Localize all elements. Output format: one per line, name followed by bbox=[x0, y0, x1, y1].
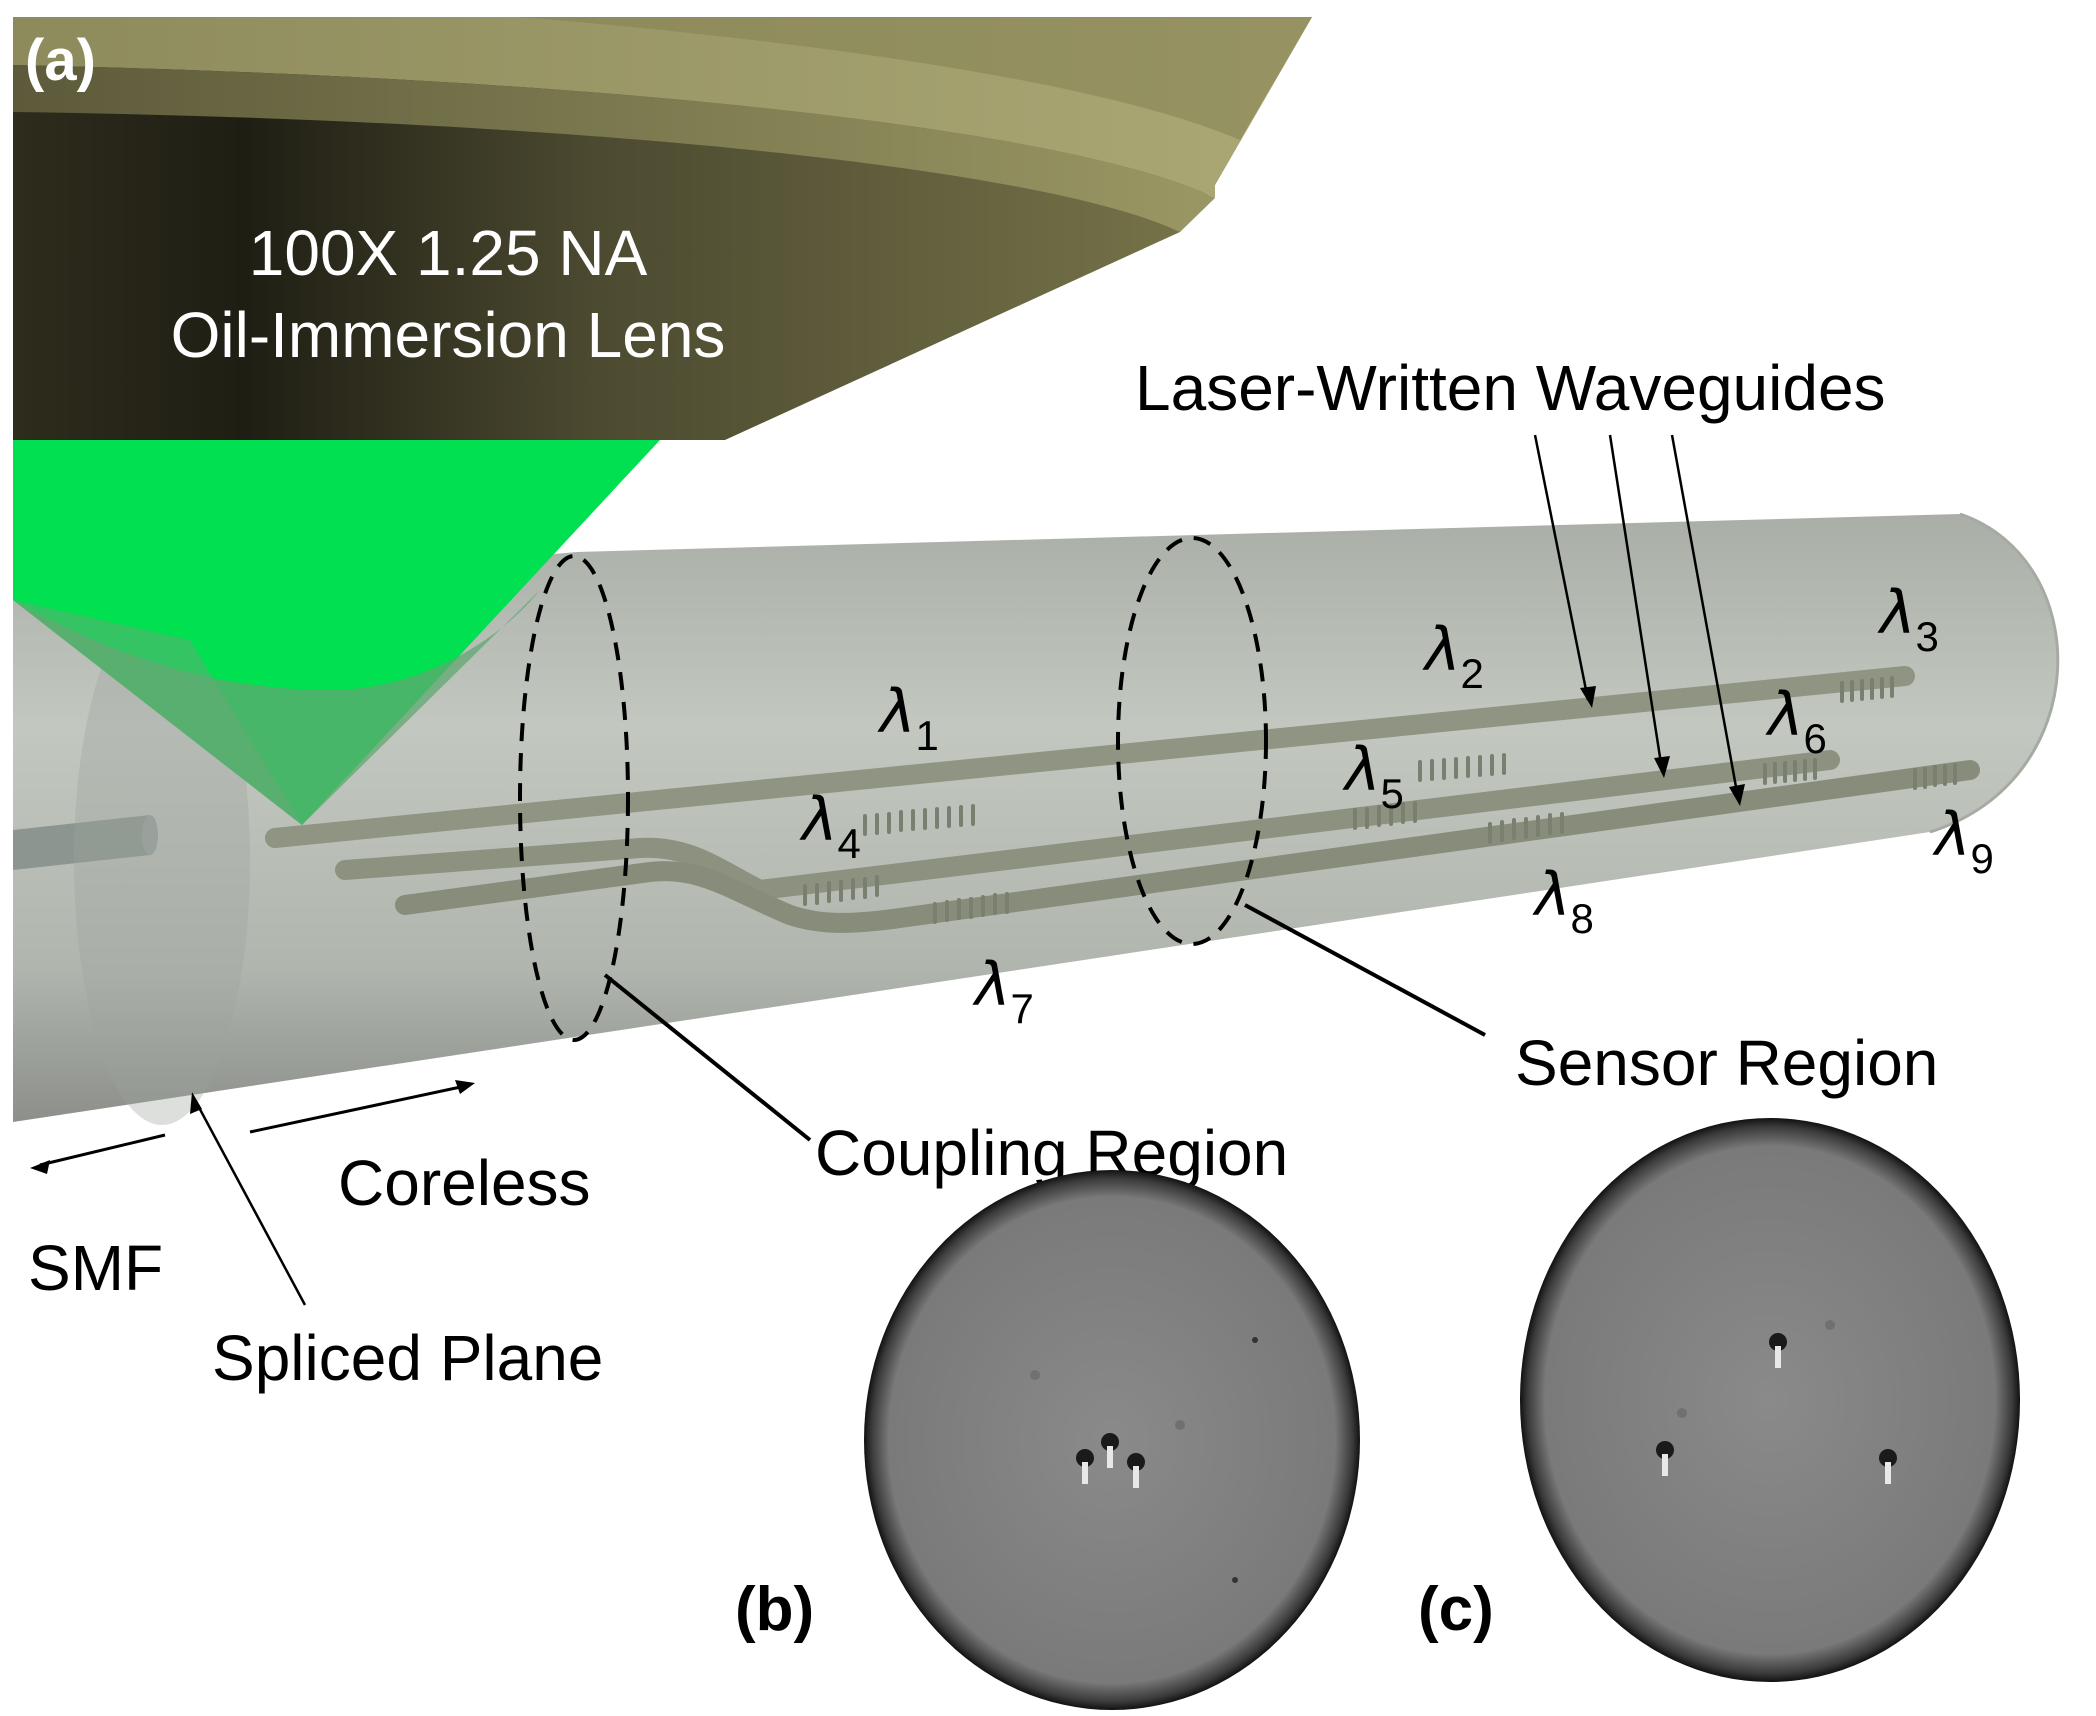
fiber-cylinder bbox=[13, 514, 2058, 1122]
lambda-4: λ4 bbox=[799, 785, 861, 867]
waveguides-label: Laser-Written Waveguides bbox=[1135, 352, 1886, 424]
panel-label-b: (b) bbox=[735, 1575, 814, 1644]
leader-lines bbox=[39, 434, 1740, 1306]
spliced-plane-label: Spliced Plane bbox=[212, 1322, 603, 1394]
panel-label-a: (a) bbox=[25, 28, 96, 93]
lambda-6: λ6 bbox=[1765, 680, 1827, 762]
wavelength-labels: λ1 λ2 λ3 λ4 λ5 λ6 λ7 λ8 λ9 bbox=[799, 578, 1994, 1032]
lambda-1: λ1 bbox=[877, 677, 939, 759]
lambda-3: λ3 bbox=[1877, 578, 1939, 660]
lens-band-inner bbox=[13, 65, 1215, 232]
coupling-region-outline bbox=[518, 554, 630, 1042]
objective-lens bbox=[13, 17, 1312, 440]
waveguides bbox=[265, 666, 1980, 933]
bragg-gratings bbox=[803, 676, 1957, 924]
micrograph-b bbox=[864, 1170, 1360, 1710]
lambda-2: λ2 bbox=[1422, 615, 1484, 697]
smf-core bbox=[13, 815, 150, 870]
panel-label-c: (c) bbox=[1418, 1575, 1494, 1644]
laser-beam bbox=[13, 440, 660, 825]
lens-band-top bbox=[520, 17, 1312, 140]
fiber-end-cap bbox=[1929, 512, 2060, 834]
micrograph-c bbox=[1520, 1118, 2020, 1682]
lambda-8: λ8 bbox=[1532, 860, 1594, 942]
smf-label: SMF bbox=[28, 1232, 163, 1304]
lambda-5: λ5 bbox=[1342, 735, 1404, 817]
coreless-label: Coreless bbox=[338, 1147, 591, 1219]
lambda-7: λ7 bbox=[972, 950, 1034, 1032]
coupling-region-label: Coupling Region bbox=[815, 1117, 1288, 1189]
lens-label-line2: Oil-Immersion Lens bbox=[171, 299, 726, 371]
waveguide-2 bbox=[335, 750, 1840, 901]
arrowheads bbox=[30, 686, 1745, 1174]
waveguide-cross-sections-c bbox=[1656, 1333, 1897, 1484]
lambda-9: λ9 bbox=[1932, 800, 1994, 882]
lens-label-line1: 100X 1.25 NA bbox=[249, 217, 648, 289]
waveguide-1 bbox=[265, 666, 1915, 848]
waveguide-3 bbox=[395, 760, 1980, 933]
sensor-region-outline bbox=[1116, 536, 1268, 946]
waveguide-cross-sections-b bbox=[1076, 1433, 1145, 1488]
sensor-region-label: Sensor Region bbox=[1515, 1027, 1938, 1099]
